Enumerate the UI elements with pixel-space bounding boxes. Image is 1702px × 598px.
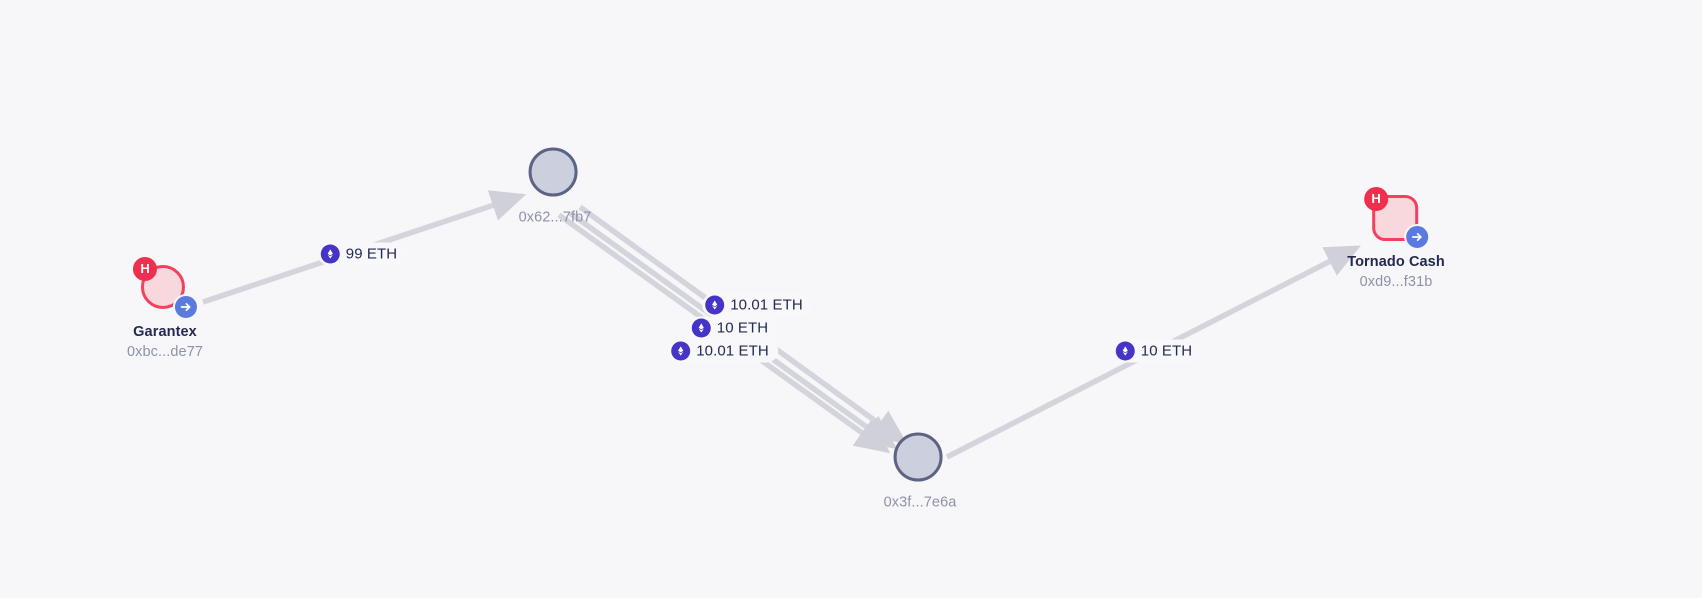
- address-node-0x3f-address: 0x3f...7e6a: [883, 494, 957, 511]
- edge-label-text: 10 ETH: [716, 319, 769, 337]
- hazard-icon: H: [132, 257, 157, 281]
- address-node-0x3f[interactable]: 0x3f...7e6a: [884, 430, 957, 511]
- address-circle-body: [528, 147, 578, 197]
- garantex-node[interactable]: H Garantex 0xbc...de77: [126, 257, 204, 360]
- address-node-0x3f-shape[interactable]: [891, 430, 949, 488]
- hazard-icon: H: [1363, 187, 1388, 211]
- tornado-cash-node-shape[interactable]: H: [1363, 187, 1430, 250]
- ethereum-icon: [691, 318, 711, 338]
- ethereum-icon: [671, 341, 691, 361]
- arrow-right-icon: [1403, 224, 1430, 250]
- address-node-0x62[interactable]: 0x62...7fb7: [519, 145, 592, 226]
- ethereum-icon: [1115, 341, 1135, 361]
- tornado-cash-node[interactable]: H Tornado Cash 0xd9...f31b: [1347, 187, 1445, 290]
- edge-label-text: 10.01 ETH: [730, 296, 803, 314]
- edge-label-0x62-to-0x3f-c[interactable]: 10.01 ETH: [668, 339, 778, 363]
- arrow-right-icon: [172, 294, 199, 320]
- edge-label-0x62-to-0x3f-b[interactable]: 10 ETH: [688, 316, 778, 340]
- address-node-0x62-address: 0x62...7fb7: [518, 209, 592, 226]
- edge-label-text: 10.01 ETH: [696, 342, 769, 360]
- address-circle-body: [893, 432, 943, 482]
- garantex-node-address: 0xbc...de77: [126, 344, 204, 360]
- garantex-node-shape[interactable]: H: [132, 257, 199, 320]
- address-node-0x62-shape[interactable]: [526, 145, 584, 203]
- ethereum-icon: [705, 295, 725, 315]
- tornado-cash-node-title: Tornado Cash: [1347, 254, 1445, 270]
- garantex-node-title: Garantex: [133, 324, 197, 340]
- edge-label-garantex-to-0x62[interactable]: 99 ETH: [317, 242, 407, 266]
- edge-label-text: 10 ETH: [1140, 342, 1193, 360]
- edge-label-0x62-to-0x3f-a[interactable]: 10.01 ETH: [702, 293, 812, 317]
- edge-label-text: 99 ETH: [345, 245, 398, 263]
- ethereum-icon: [320, 244, 340, 264]
- tornado-cash-node-address: 0xd9...f31b: [1359, 274, 1433, 290]
- edge-label-0x3f-to-tornado[interactable]: 10 ETH: [1112, 339, 1202, 363]
